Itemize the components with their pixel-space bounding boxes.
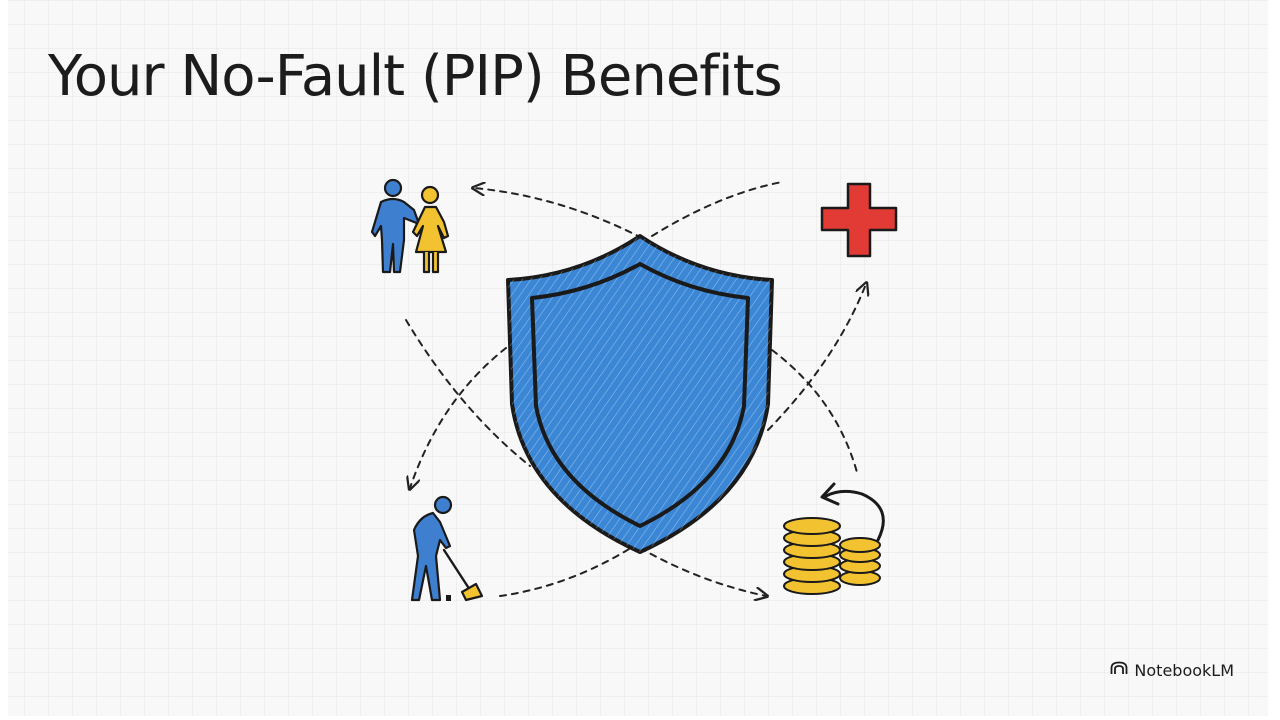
arc-right-to-coins	[771, 349, 859, 477]
arrow-to-medical	[767, 284, 866, 431]
notebooklm-logo-icon	[1110, 661, 1128, 680]
medical-cross-icon	[820, 182, 898, 258]
notebooklm-branding: NotebookLM	[1110, 661, 1234, 680]
arc-bottom-left	[499, 545, 635, 597]
coins-icon	[783, 482, 885, 595]
arc-top-right	[651, 181, 783, 237]
arc-left-from-family	[405, 319, 531, 467]
slide-title: Your No-Fault (PIP) Benefits	[48, 44, 783, 109]
arrow-to-household	[410, 347, 507, 488]
household-services-icon	[410, 495, 484, 602]
arrow-to-family	[474, 188, 643, 239]
arrow-to-coins	[639, 547, 766, 596]
notebooklm-label: NotebookLM	[1134, 661, 1234, 680]
shield-icon	[506, 234, 774, 554]
family-icon	[370, 178, 450, 274]
connector-arrows	[405, 181, 866, 597]
